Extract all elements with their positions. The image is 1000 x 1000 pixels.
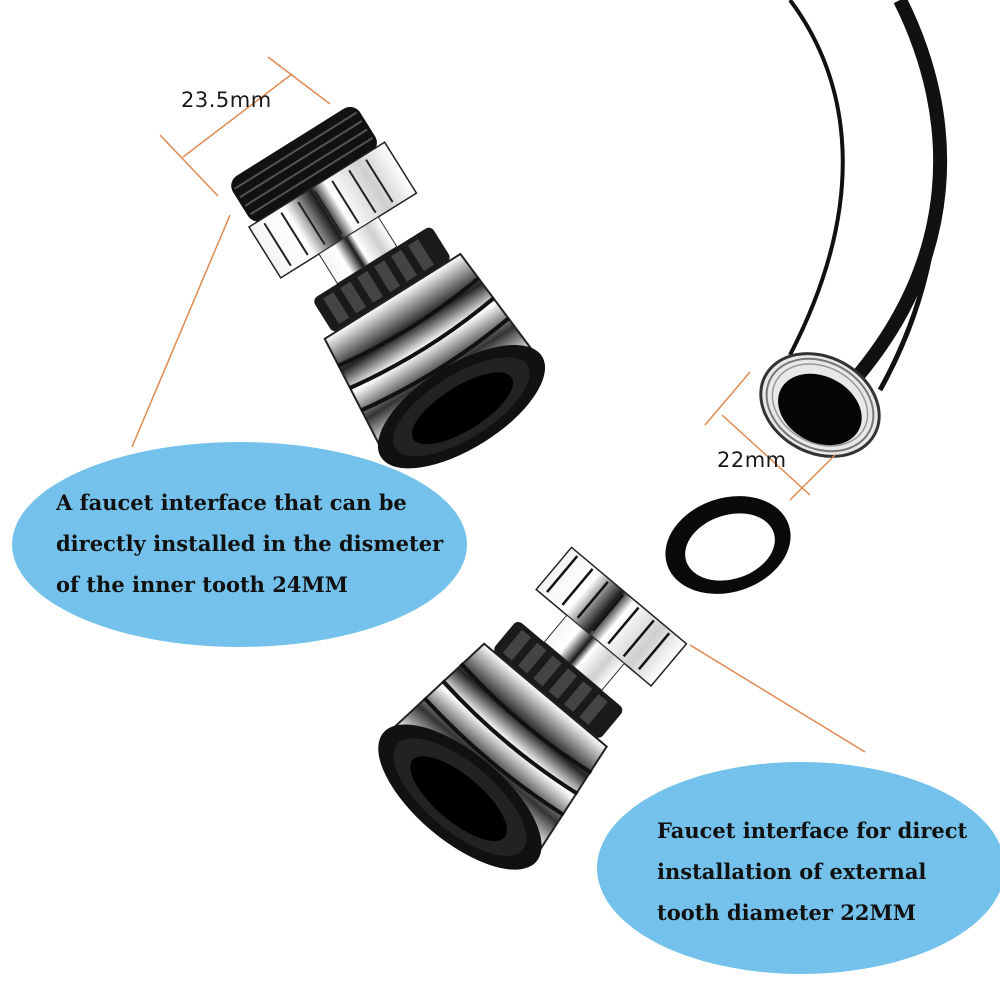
callout-right-line-1: Faucet interface for direct	[657, 818, 968, 843]
dimension-line-22mm	[689, 371, 866, 753]
callout-bubble-right	[597, 762, 1000, 974]
dimension-line-23-5mm	[131, 56, 331, 448]
dimension-label-23-5mm: 23.5mm	[181, 88, 272, 112]
aerator-inner-thread-icon	[231, 106, 546, 469]
aerator-outer-thread-icon	[378, 546, 688, 870]
rubber-washer-icon	[665, 496, 791, 594]
callout-right-line-2: installation of external	[657, 859, 927, 884]
dimension-label-22mm: 22mm	[717, 448, 787, 472]
callout-left-line-3: of the inner tooth 24MM	[56, 572, 348, 597]
callout-text-right: Faucet interface for direct installation…	[657, 810, 967, 933]
callout-text-left: A faucet interface that can be directly …	[56, 482, 443, 605]
callout-left-line-1: A faucet interface that can be	[56, 490, 407, 515]
callout-left-line-2: directly installed in the dismeter	[56, 531, 444, 556]
faucet-spout-icon	[759, 0, 948, 458]
callout-bubble-left	[12, 442, 467, 647]
callout-right-line-3: tooth diameter 22MM	[657, 900, 916, 925]
